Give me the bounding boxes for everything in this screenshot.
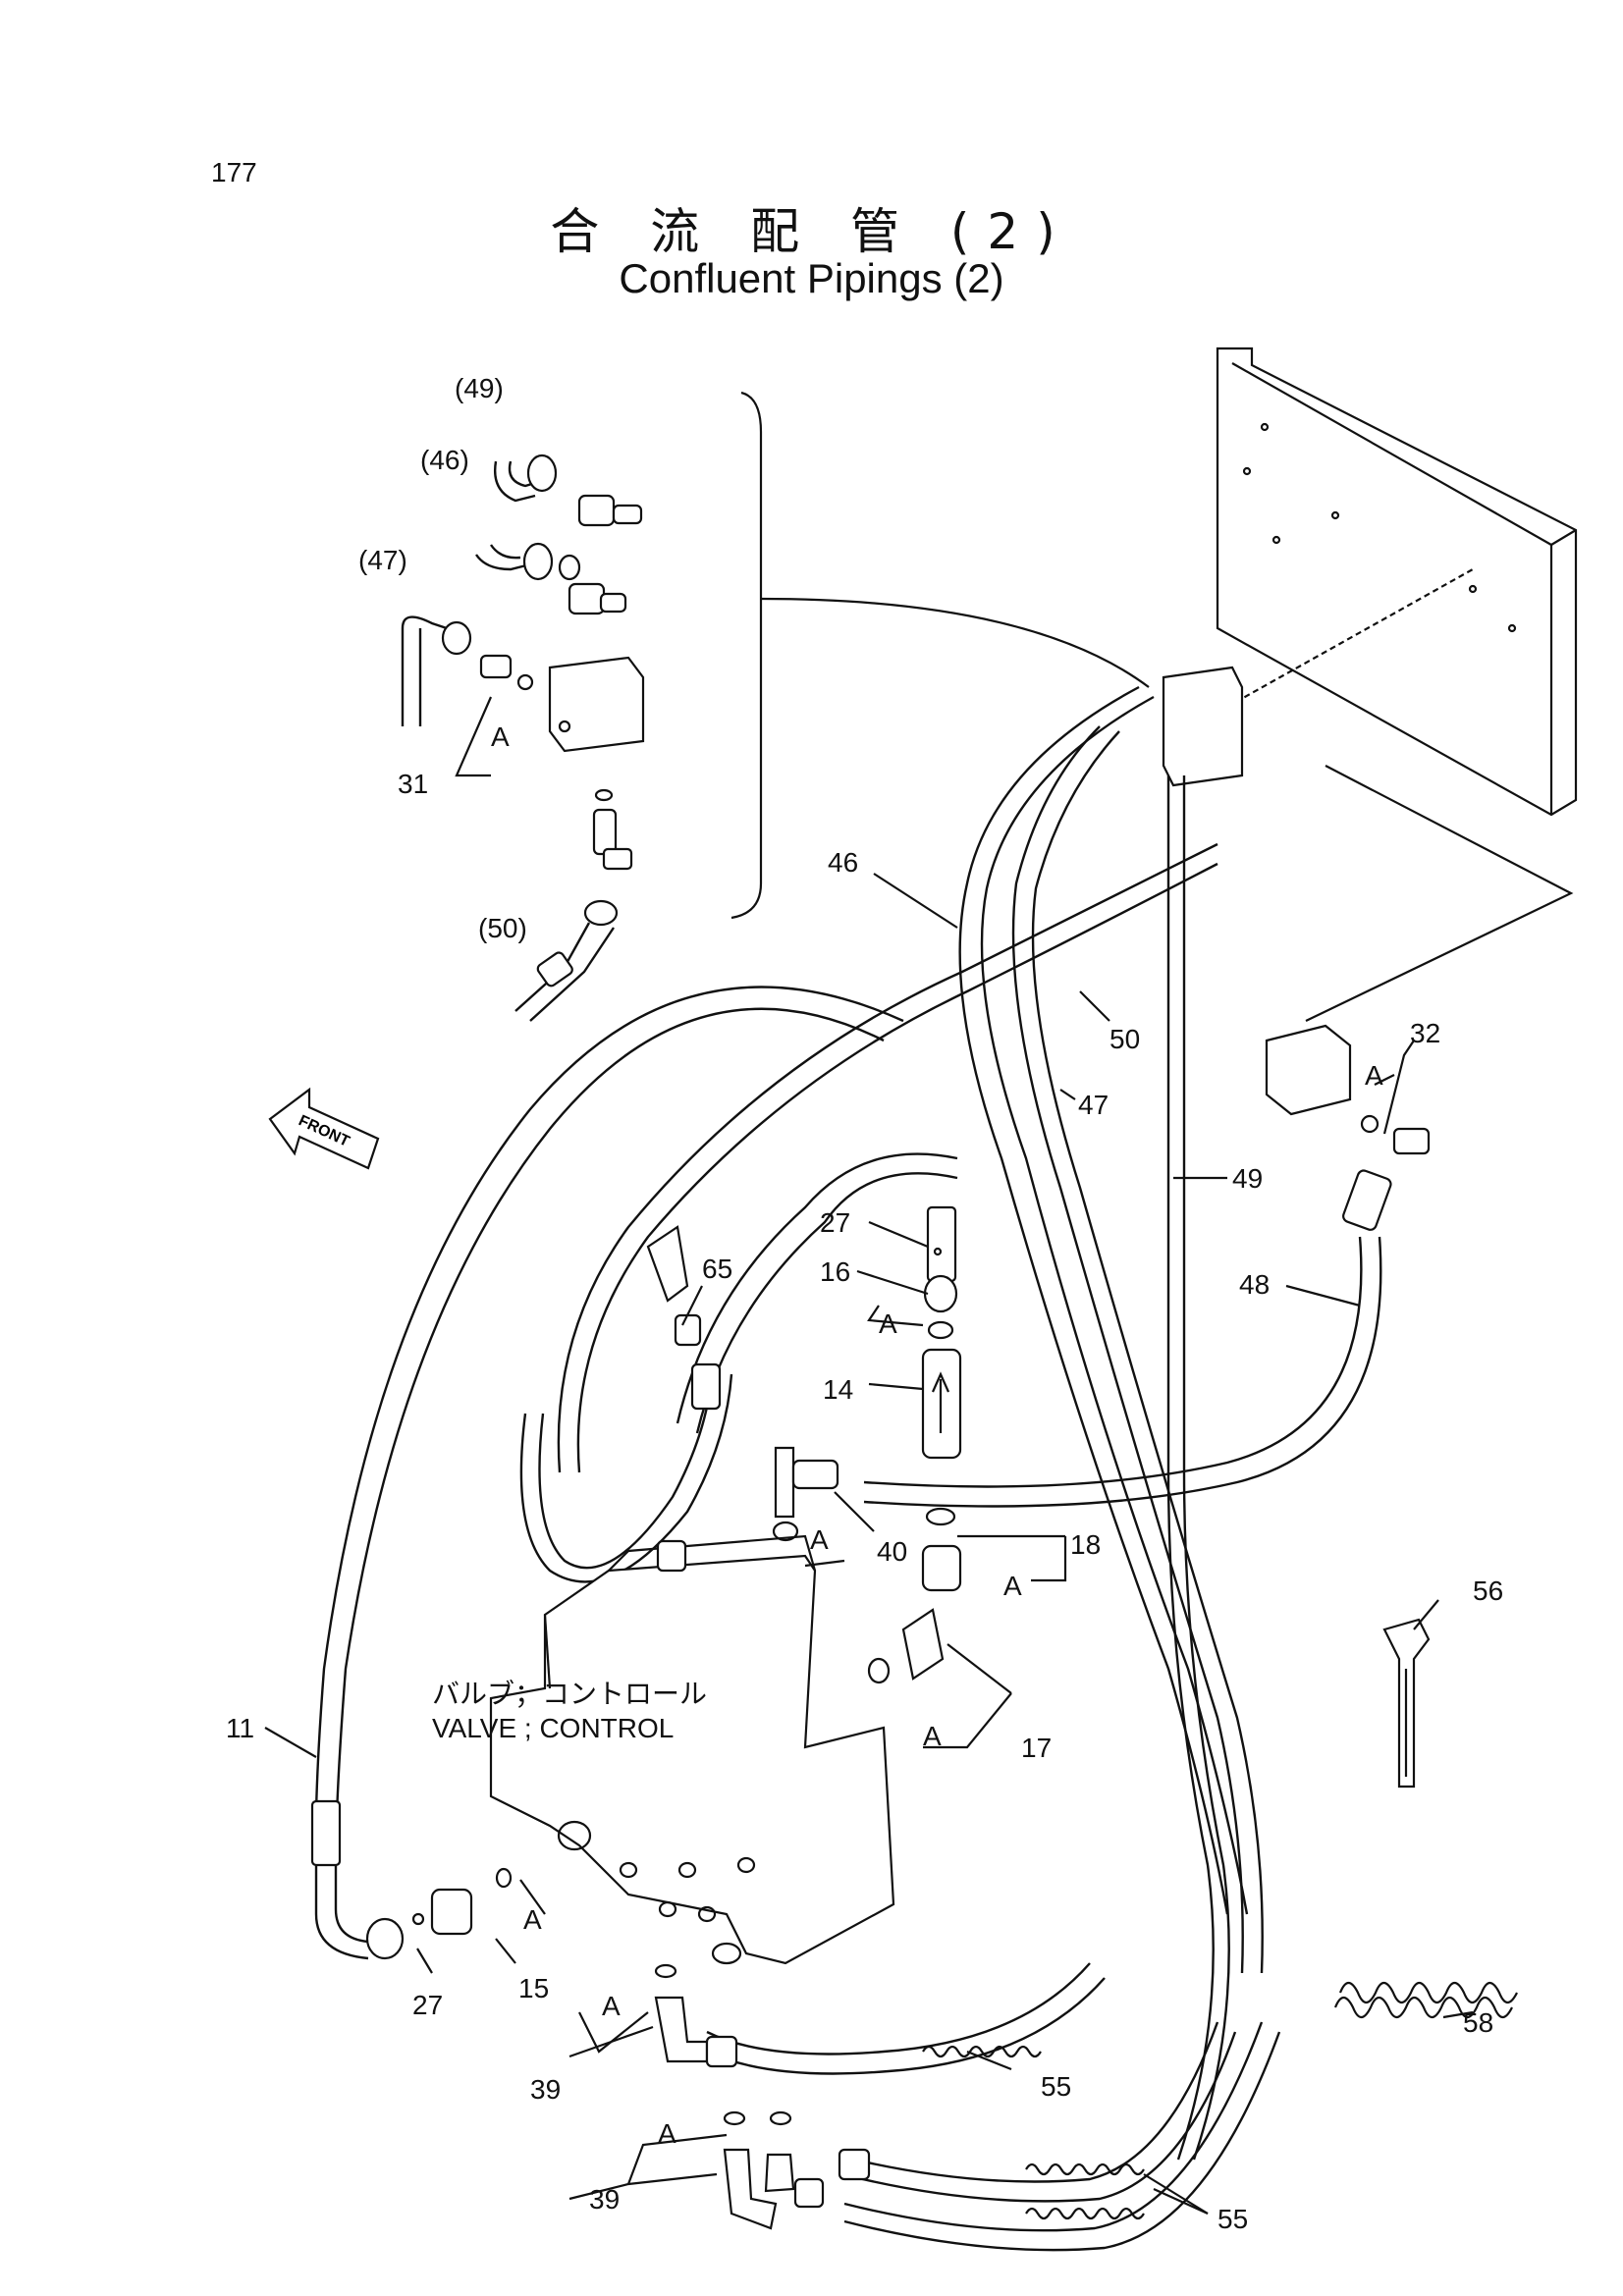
leader-lines <box>264 873 1474 2216</box>
tee-40 <box>774 1446 795 1519</box>
callout-47-inset: (47) <box>358 545 407 575</box>
callout-a-39-upper: A <box>602 1991 621 2021</box>
callout-a-15: A <box>523 1904 542 1935</box>
callout-31: 31 <box>398 769 428 799</box>
elbow-17 <box>901 1608 945 1681</box>
callout-65: 65 <box>702 1254 732 1284</box>
hose-48 <box>863 1236 1363 1488</box>
inset-assembly <box>401 454 645 1022</box>
callout-a-inset: A <box>491 721 510 752</box>
callout-50-inset: (50) <box>478 913 527 943</box>
callout-39-lower: 39 <box>589 2184 620 2215</box>
callout-40: 40 <box>877 1536 907 1567</box>
callout-32: 32 <box>1410 1018 1440 1048</box>
inset-bracket <box>730 391 763 920</box>
fitting-32 <box>1265 1024 1352 1116</box>
callout-a-32: A <box>1365 1060 1383 1091</box>
callout-55-lower: 55 <box>1217 2204 1248 2234</box>
fitting-hose-end <box>926 1205 957 1283</box>
valve-label-en: VALVE ; CONTROL <box>432 1713 674 1743</box>
hose-50 <box>557 842 1218 1473</box>
elbow-39b <box>723 2148 778 2230</box>
callout-a-39-lower: A <box>658 2118 676 2149</box>
hose-11 <box>314 986 904 1866</box>
callout-labels: (49) (46) (47) (50) 31 A 46 50 47 49 48 … <box>226 373 1503 2234</box>
callout-15: 15 <box>518 1973 549 2003</box>
control-valve-body <box>489 1554 895 1965</box>
valve-label-jp: バルブ；コントロール <box>432 1679 707 1709</box>
spiral-guard-55 <box>922 2045 1145 2220</box>
callout-27-bottom: 27 <box>412 1990 443 2020</box>
callout-46-inset: (46) <box>420 445 469 475</box>
callout-16: 16 <box>820 1256 850 1287</box>
callout-39-upper: 39 <box>530 2074 561 2105</box>
callout-58: 58 <box>1463 2007 1493 2038</box>
callout-46: 46 <box>828 847 858 878</box>
fitting-16 <box>923 1274 958 1313</box>
elbow-39a <box>654 1996 709 2063</box>
callout-a-17: A <box>923 1721 942 1751</box>
inset-leader-line <box>760 597 1150 688</box>
callout-14: 14 <box>823 1374 853 1405</box>
fitting-18 <box>921 1544 962 1592</box>
callout-18: 18 <box>1070 1529 1101 1560</box>
spiral-guard-58 <box>1333 1996 1513 2019</box>
callout-49-inset: (49) <box>455 373 504 403</box>
callout-a-40: A <box>810 1524 829 1555</box>
block-top <box>1162 666 1244 787</box>
hose-47 <box>1011 725 1244 1974</box>
callout-47: 47 <box>1078 1090 1109 1120</box>
callout-17: 17 <box>1021 1733 1052 1763</box>
callout-48: 48 <box>1239 1269 1270 1300</box>
callout-27-top: 27 <box>820 1207 850 1238</box>
callout-11: 11 <box>226 1713 254 1743</box>
callout-50: 50 <box>1109 1024 1140 1054</box>
title-english: Confluent Pipings (2) <box>619 255 1004 301</box>
callout-56: 56 <box>1473 1575 1503 1606</box>
callout-55-upper: 55 <box>1041 2071 1071 2102</box>
page-number: 177 <box>211 157 257 187</box>
hose-55 <box>706 1962 1091 2056</box>
fitting-65 <box>646 1225 689 1303</box>
callout-49: 49 <box>1232 1163 1263 1194</box>
fitting-15 <box>430 1888 473 1936</box>
callout-a-18: A <box>1003 1571 1022 1601</box>
callout-a-16: A <box>879 1308 897 1339</box>
front-arrow: FRONT <box>268 1087 380 1170</box>
mounting-plate <box>1216 347 1578 817</box>
title-japanese: 合 流 配 管 (2) <box>550 203 1073 260</box>
